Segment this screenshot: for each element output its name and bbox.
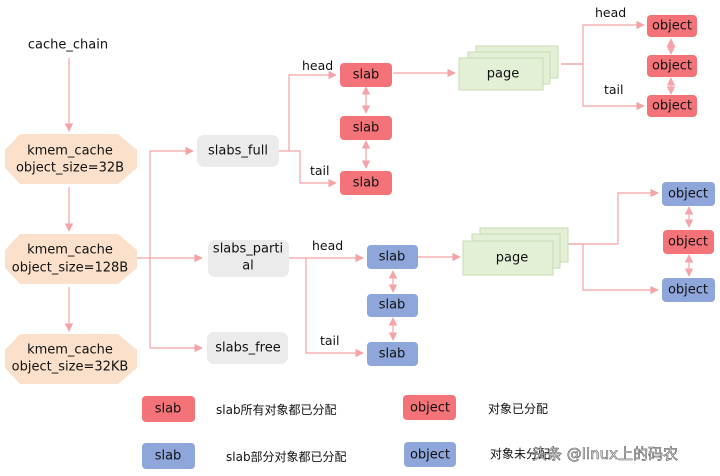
legend-unallocated-object: object 对象未分配 xyxy=(404,442,550,467)
legend-allocated-object: object 对象已分配 xyxy=(403,395,548,420)
object-label: object xyxy=(668,187,708,202)
slabs-partial-label-line1: slabs_parti xyxy=(213,242,283,257)
slab-label: slab xyxy=(155,402,182,417)
connectors xyxy=(64,20,694,358)
object-mid-1-unallocated: object xyxy=(662,182,715,206)
slab-partial-head: slab xyxy=(367,245,418,269)
kmem-cache-size: object_size=128B xyxy=(12,261,128,276)
tail-label: tail xyxy=(604,82,624,97)
slab-full-mid: slab xyxy=(340,116,392,140)
slab-label: slab xyxy=(155,449,182,464)
kmem-cache-size: object_size=32KB xyxy=(12,360,129,375)
kmem-cache-128b: kmem_cache object_size=128B xyxy=(5,234,137,284)
object-mid-2-allocated: object xyxy=(663,230,714,254)
object-label: object xyxy=(668,235,708,250)
object-label: object xyxy=(652,99,692,114)
legend: slab slab所有对象都已分配 object 对象已分配 slab slab… xyxy=(142,395,550,469)
object-label: object xyxy=(410,448,450,463)
slab-label: slab xyxy=(379,347,406,362)
head-label: head xyxy=(312,238,343,253)
kmem-cache-name: kmem_cache xyxy=(27,144,113,159)
slabs-free-box: slabs_free xyxy=(207,332,288,364)
slab-label: slab xyxy=(353,68,380,83)
legend-unallocated-desc: 对象未分配 xyxy=(490,447,550,461)
kmem-cache-name: kmem_cache xyxy=(27,243,113,258)
slab-label: slab xyxy=(353,176,380,191)
object-label: object xyxy=(410,401,450,416)
page-label: page xyxy=(487,67,519,82)
legend-partial-desc: slab部分对象都已分配 xyxy=(226,449,347,464)
cache-chain-label: cache_chain xyxy=(28,38,108,53)
legend-full-slab: slab slab所有对象都已分配 xyxy=(142,396,337,422)
slabs-partial-label-line2: al xyxy=(242,259,254,274)
slabs-partial-box: slabs_parti al xyxy=(208,240,289,277)
legend-allocated-desc: 对象已分配 xyxy=(488,402,548,416)
slab-partial-mid: slab xyxy=(367,294,418,317)
object-label: object xyxy=(668,283,708,298)
tail-label: tail xyxy=(320,333,340,348)
slab-label: slab xyxy=(379,250,406,265)
slabs-free-label: slabs_free xyxy=(215,341,281,356)
slab-partial-tail: slab xyxy=(367,342,418,366)
kmem-cache-32kb: kmem_cache object_size=32KB xyxy=(5,334,137,384)
page-stack-middle: page xyxy=(462,227,569,276)
object-label: object xyxy=(652,19,692,34)
slabs-full-label: slabs_full xyxy=(208,144,268,159)
legend-partial-slab: slab slab部分对象都已分配 xyxy=(142,443,347,469)
object-label: object xyxy=(652,59,692,74)
object-top-2: object xyxy=(647,55,697,77)
watermark: 头条 @linux上的码农 xyxy=(532,445,678,463)
head-label: head xyxy=(595,5,626,20)
head-label: head xyxy=(302,58,333,73)
slabs-full-box: slabs_full xyxy=(197,135,279,167)
slab-full-tail: slab xyxy=(340,171,392,195)
legend-full-desc: slab所有对象都已分配 xyxy=(216,403,337,417)
object-top-3: object xyxy=(647,95,697,117)
object-top-1: object xyxy=(647,15,697,37)
page-label: page xyxy=(496,251,528,266)
slab-label: slab xyxy=(353,121,380,136)
kmem-cache-size: object_size=32B xyxy=(16,161,124,176)
kmem-cache-name: kmem_cache xyxy=(27,343,113,358)
page-stack-top: page xyxy=(458,45,559,91)
slab-full-head: slab xyxy=(340,63,392,87)
kmem-cache-32b: kmem_cache object_size=32B xyxy=(5,134,137,184)
object-mid-3-unallocated: object xyxy=(662,278,715,302)
tail-label: tail xyxy=(310,163,330,178)
slab-label: slab xyxy=(379,298,406,313)
